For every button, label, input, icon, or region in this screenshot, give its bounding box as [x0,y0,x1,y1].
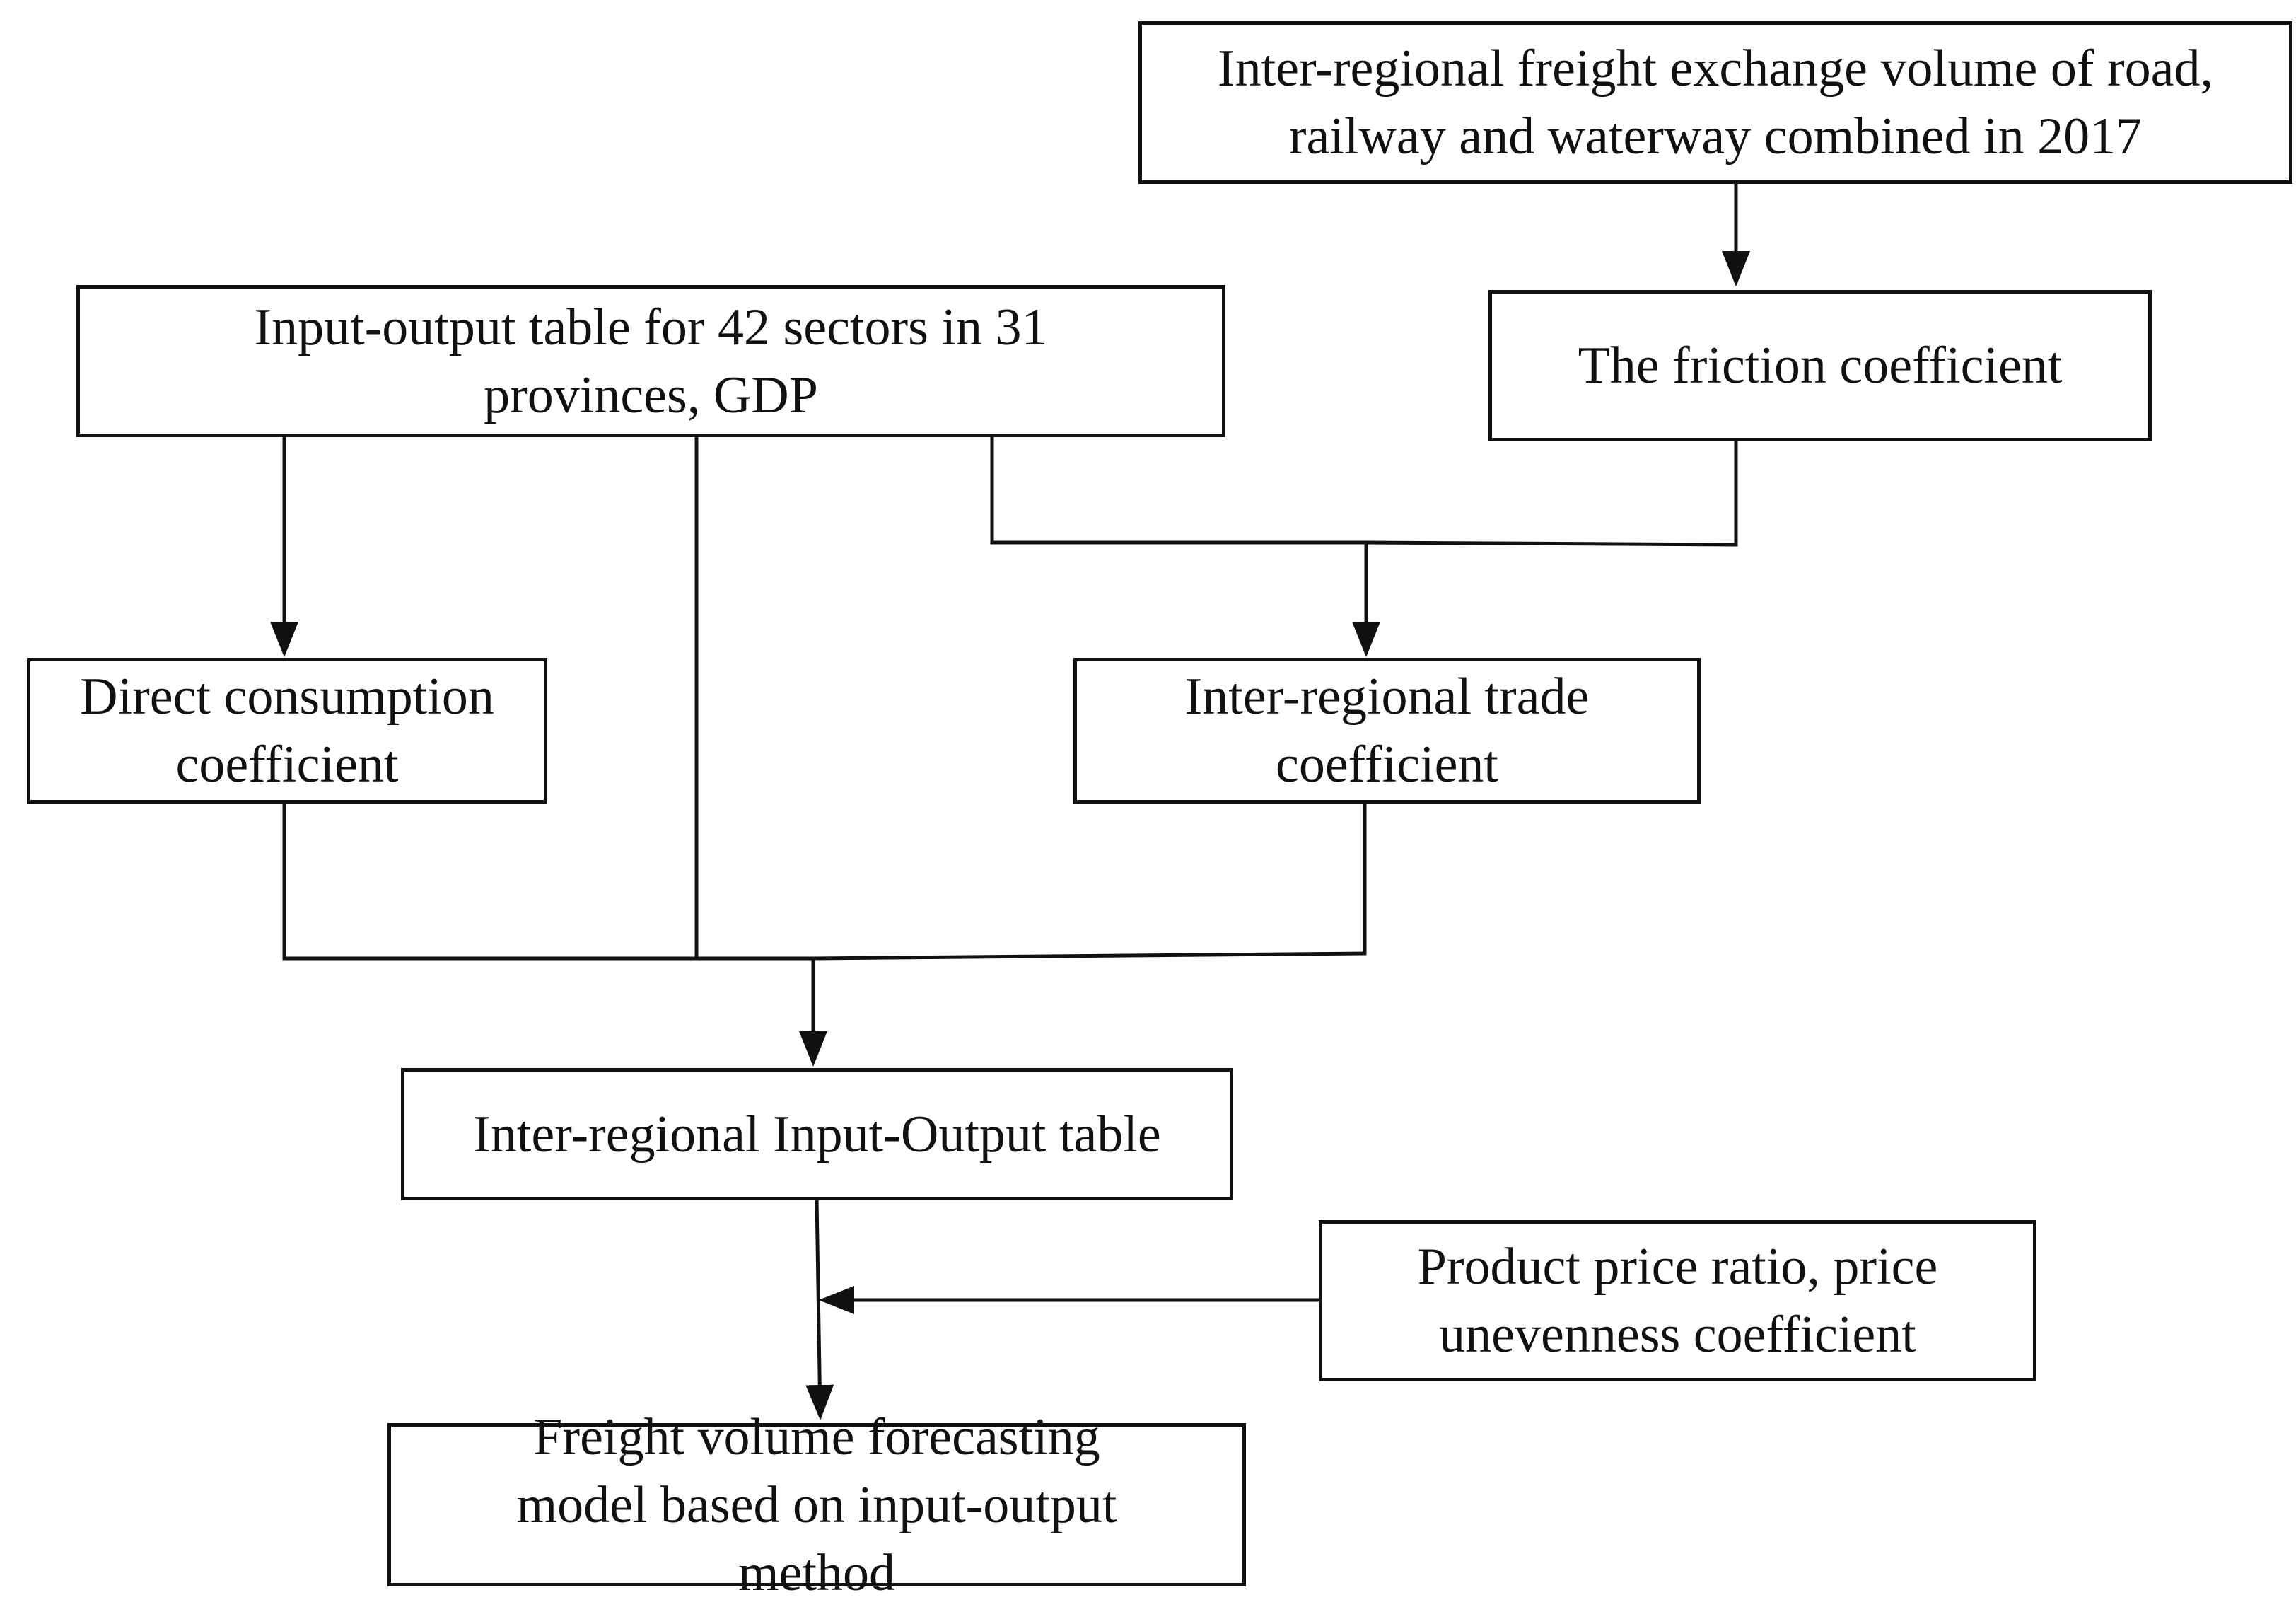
edge-io-to-merge [990,436,1366,545]
forecast-model-label: Freight volume forecasting model based o… [516,1408,1117,1602]
edge-friction-to-merge [1365,440,1738,547]
direct-consumption-label: Direct consumption coefficient [80,668,494,794]
io-table-label: Input-output table for 42 sectors in 31 … [254,298,1048,424]
interregional-io-node: Inter-regional Input-Output table [401,1068,1233,1200]
io-table-node: Input-output table for 42 sectors in 31 … [76,285,1225,437]
trade-coefficient-node: Inter-regional trade coefficient [1073,658,1701,804]
direct-consumption-node: Direct consumption coefficient [27,658,547,804]
freight-exchange-label: Inter-regional freight exchange volume o… [1217,40,2214,166]
forecast-model-node: Freight volume forecasting model based o… [387,1408,1246,1602]
trade-coefficient-label: Inter-regional trade coefficient [1184,668,1590,794]
edge-interregional-io-to-forecast-model [805,1198,834,1420]
interregional-io-label: Inter-regional Input-Output table [473,1105,1161,1164]
friction-coefficient-node: The friction coefficient [1488,290,2152,441]
edge-trade-coefficient-to-merge [812,802,1367,961]
price-ratio-label: Product price ratio, price unevenness co… [1417,1238,1938,1364]
friction-coefficient-label: The friction coefficient [1578,337,2063,395]
edge-direct-consumption-to-merge [282,802,813,961]
freight-exchange-node: Inter-regional freight exchange volume o… [1138,21,2292,184]
price-ratio-node: Product price ratio, price unevenness co… [1319,1220,2036,1381]
